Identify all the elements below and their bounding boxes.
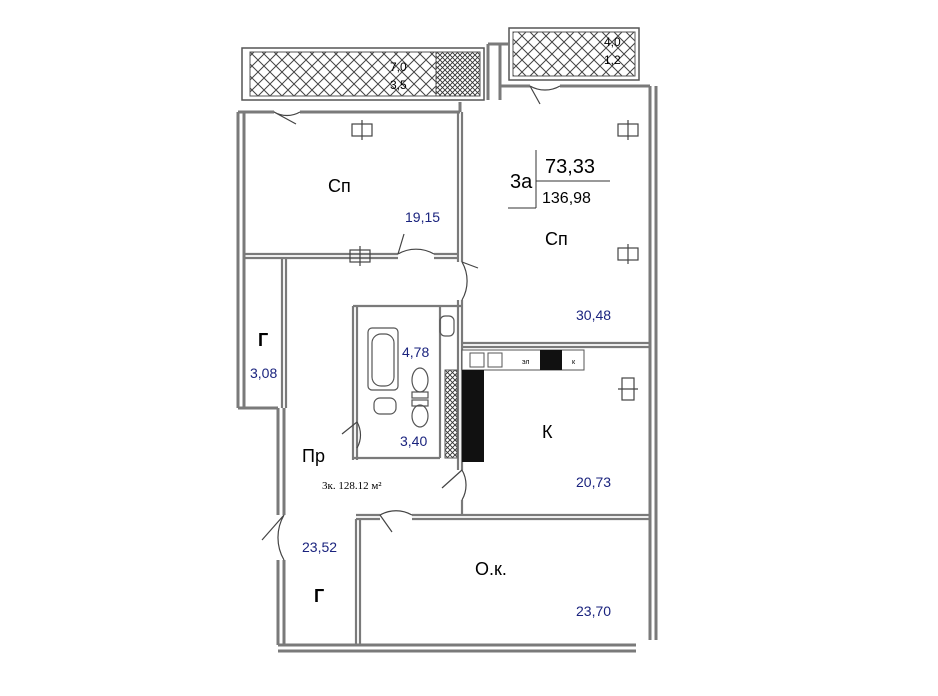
room-name-hall: Пр [302, 446, 325, 466]
living-area: 73,33 [545, 156, 595, 178]
sink [373, 315, 455, 415]
balcony-left-reduced: 3,5 [390, 78, 407, 92]
radiator-icons [349, 120, 639, 401]
room-area-bedroom-1: 19,15 [405, 209, 440, 225]
room-area-bedroom-2: 30,48 [576, 307, 611, 323]
radiator-icon [349, 246, 371, 266]
radiator-icon [351, 120, 373, 140]
stove-label-right: к [572, 359, 576, 366]
room-area-kitchen: 20,73 [576, 474, 611, 490]
doors [261, 85, 561, 561]
stove-labels: эл к [522, 359, 576, 366]
room-area-hall: 23,52 [302, 539, 337, 555]
room-name-living: О.к. [475, 559, 507, 579]
radiator-icon [618, 377, 638, 401]
apartment-caption: 3к. 128.12 м² [322, 480, 382, 492]
room-area-wardrobe-1: 3,08 [250, 365, 277, 381]
room-name-bedroom-1: Сп [328, 176, 351, 196]
room-area-living: 23,70 [576, 603, 611, 619]
room-area-bathroom: 4,78 [402, 344, 429, 360]
room-name-kitchen: К [542, 422, 553, 442]
stove-label-left: эл [522, 359, 530, 366]
apartment-type: 3а [510, 171, 533, 193]
total-area: 136,98 [542, 190, 591, 207]
radiator-icon [617, 120, 639, 140]
room-name-wardrobe-1: Г [258, 330, 268, 350]
balcony-left [241, 47, 485, 101]
toilet [411, 367, 429, 428]
room-name-bedroom-2: Сп [545, 229, 568, 249]
balcony-right [508, 27, 640, 81]
kitchen-counter [444, 349, 585, 462]
room-area-wc: 3,40 [400, 433, 427, 449]
bathtub [367, 327, 399, 391]
walls [236, 42, 658, 653]
balcony-right-reduced: 1,2 [604, 53, 621, 67]
balcony-right-area: 4,0 [604, 35, 621, 49]
room-name-wardrobe-2: Г [314, 586, 324, 606]
balcony-left-area: 7,0 [390, 60, 407, 74]
apartment-info: 3а 73,33 136,98 [508, 150, 610, 209]
radiator-icon [617, 244, 639, 264]
